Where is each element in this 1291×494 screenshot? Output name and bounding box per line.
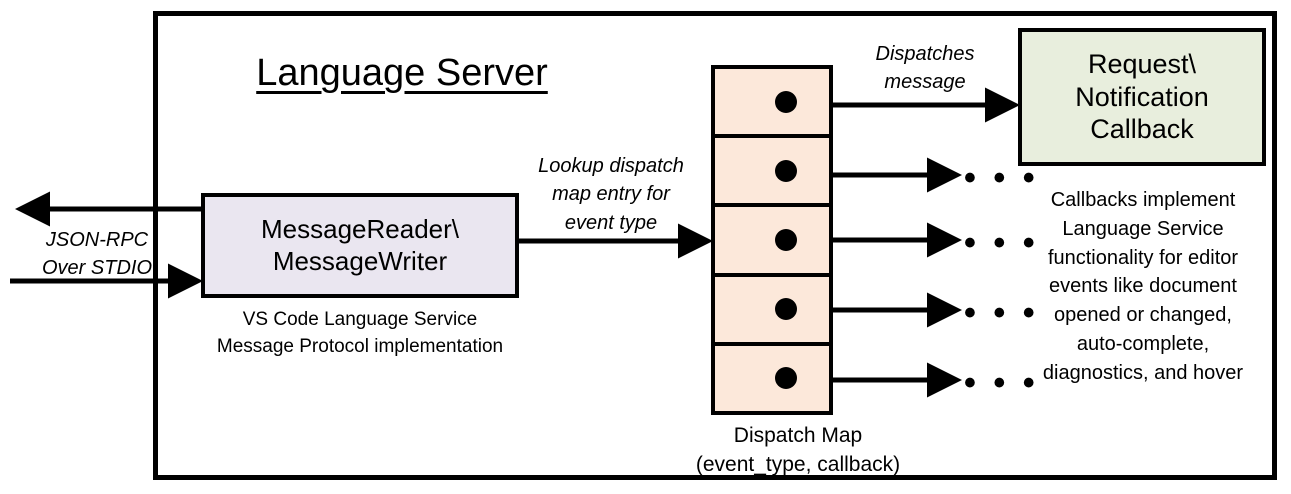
callback-entry-dot-icon: [775, 298, 797, 321]
callback-entry-dot-icon: [775, 90, 797, 113]
node-request-notification-callback-label: Request\ Notification Callback: [1075, 48, 1209, 145]
dispatch-map-row[interactable]: [715, 207, 829, 277]
dispatch-map-row[interactable]: [715, 277, 829, 346]
ellipsis-row-3: • • •: [964, 224, 1039, 262]
edge-label-lookup-dispatch: Lookup dispatch map entry for event type: [538, 155, 684, 234]
dispatch-map-row[interactable]: [715, 138, 829, 208]
caption-dispatch-map: Dispatch Map (event_type, callback): [695, 424, 901, 476]
edge-label-dispatches-message: Dispatches message: [875, 43, 975, 94]
caption-message-reader-writer: VS Code Language Service Message Protoco…: [216, 309, 504, 357]
ellipsis-row-2: • • •: [964, 159, 1039, 197]
language-server-boundary: [153, 11, 1277, 480]
ellipsis-row-5: • • •: [964, 364, 1039, 402]
dispatch-map-row[interactable]: [715, 69, 829, 139]
edge-label-jsonrpc-over-stdio: JSON-RPC Over STDIO: [41, 229, 152, 280]
node-request-notification-callback[interactable]: Request\ Notification Callback: [1018, 28, 1266, 166]
node-message-reader-writer-label: MessageReader\ MessageWriter: [261, 213, 459, 276]
dispatch-map-table[interactable]: [711, 65, 833, 415]
dispatch-map-row[interactable]: [715, 346, 829, 411]
node-message-reader-writer[interactable]: MessageReader\ MessageWriter: [201, 193, 519, 298]
callback-entry-dot-icon: [775, 159, 797, 182]
callback-entry-dot-icon: [775, 367, 797, 390]
caption-callbacks-description: Callbacks implement Language Service fun…: [1042, 189, 1244, 384]
ellipsis-row-4: • • •: [964, 294, 1039, 332]
page-title: Language Server: [256, 52, 548, 94]
callback-entry-dot-icon: [775, 229, 797, 251]
